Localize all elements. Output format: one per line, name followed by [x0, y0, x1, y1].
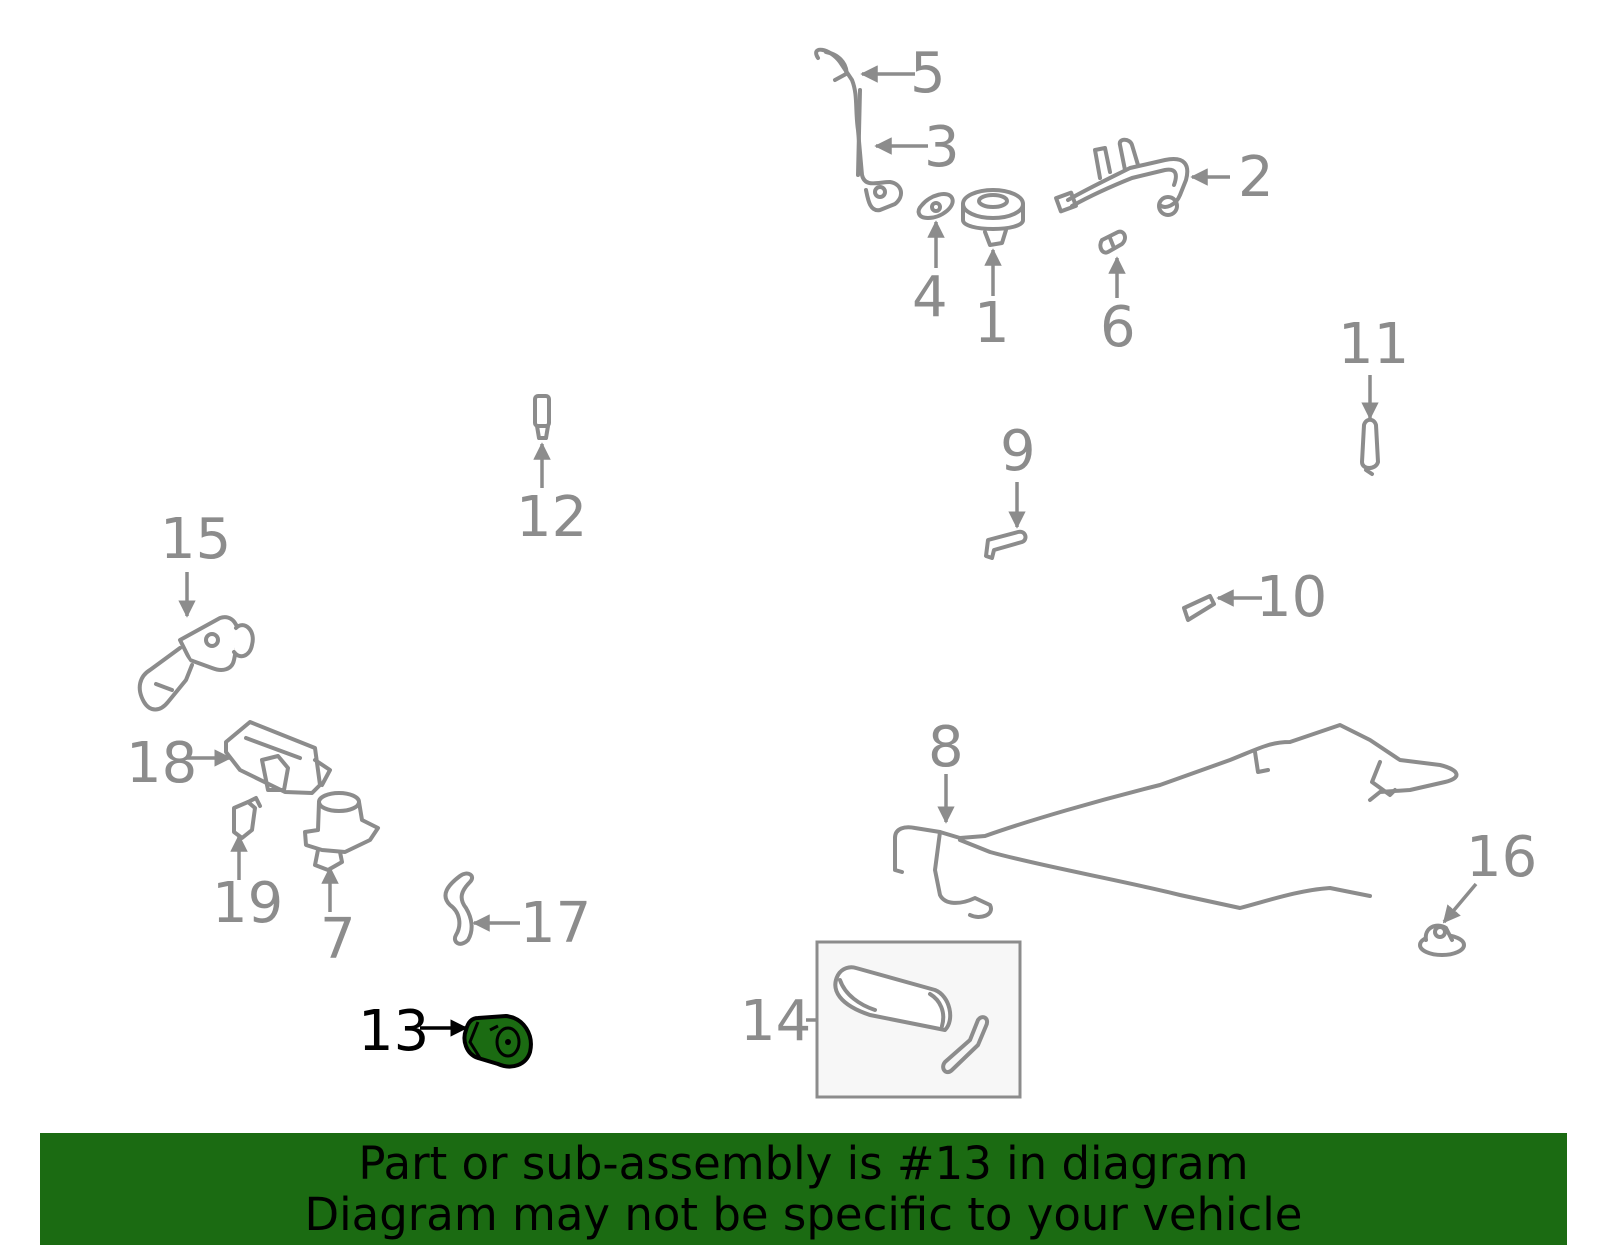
callout-17: 17: [520, 891, 591, 956]
part-1-egr-valve[interactable]: [961, 188, 1025, 247]
callout-16: 16: [1466, 825, 1537, 890]
part-4-gasket[interactable]: [916, 192, 955, 220]
part-17-hose[interactable]: [443, 871, 475, 946]
part-5-hose[interactable]: [814, 47, 903, 213]
part-13-highlighted[interactable]: [462, 1014, 533, 1069]
part-14-canister-box[interactable]: [815, 940, 1022, 1099]
callout-2: 2: [1238, 145, 1274, 210]
part-7-solenoid[interactable]: [303, 791, 380, 872]
part-11-sensor[interactable]: [1360, 417, 1380, 476]
callout-3: 3: [924, 115, 960, 180]
part-16-grommet[interactable]: [1418, 923, 1466, 957]
callout-15: 15: [160, 507, 231, 572]
callout-19: 19: [212, 871, 283, 936]
part-19-connector[interactable]: [232, 796, 262, 840]
part-8-wiring-harness[interactable]: [893, 723, 1459, 919]
callout-14: 14: [740, 989, 811, 1054]
callout-5: 5: [910, 41, 946, 106]
callout-9: 9: [1000, 419, 1036, 484]
callout-4: 4: [912, 265, 948, 330]
callout-labels: 5 3 2 4 1 6 11 12 9 10 15 18 19 7 17 8 1…: [126, 41, 1537, 1064]
callout-8: 8: [928, 715, 964, 780]
banner-line-2: Diagram may not be specific to your vehi…: [304, 1188, 1303, 1241]
callout-18: 18: [126, 731, 197, 796]
callout-1: 1: [974, 291, 1010, 356]
callout-6: 6: [1100, 295, 1136, 360]
arrow-16: [1442, 882, 1478, 924]
callout-arrows: [178, 65, 1478, 1037]
callout-7: 7: [320, 907, 356, 972]
part-6-fitting[interactable]: [1098, 229, 1127, 255]
part-10-clip[interactable]: [1182, 594, 1216, 622]
part-3-egr-tube[interactable]: [856, 88, 887, 199]
part-15-throttle-body[interactable]: [137, 615, 255, 712]
part-9-sensor[interactable]: [984, 529, 1028, 560]
banner-line-1: Part or sub-assembly is #13 in diagram: [358, 1137, 1249, 1190]
part-12-sensor[interactable]: [533, 394, 551, 440]
info-banner: Part or sub-assembly is #13 in diagram D…: [40, 1133, 1567, 1245]
part-18-module[interactable]: [224, 720, 332, 795]
callout-10: 10: [1256, 565, 1327, 630]
callout-12: 12: [516, 485, 587, 550]
callout-11: 11: [1338, 312, 1409, 377]
part-2-pipe[interactable]: [1054, 137, 1190, 217]
callout-13: 13: [358, 999, 429, 1064]
